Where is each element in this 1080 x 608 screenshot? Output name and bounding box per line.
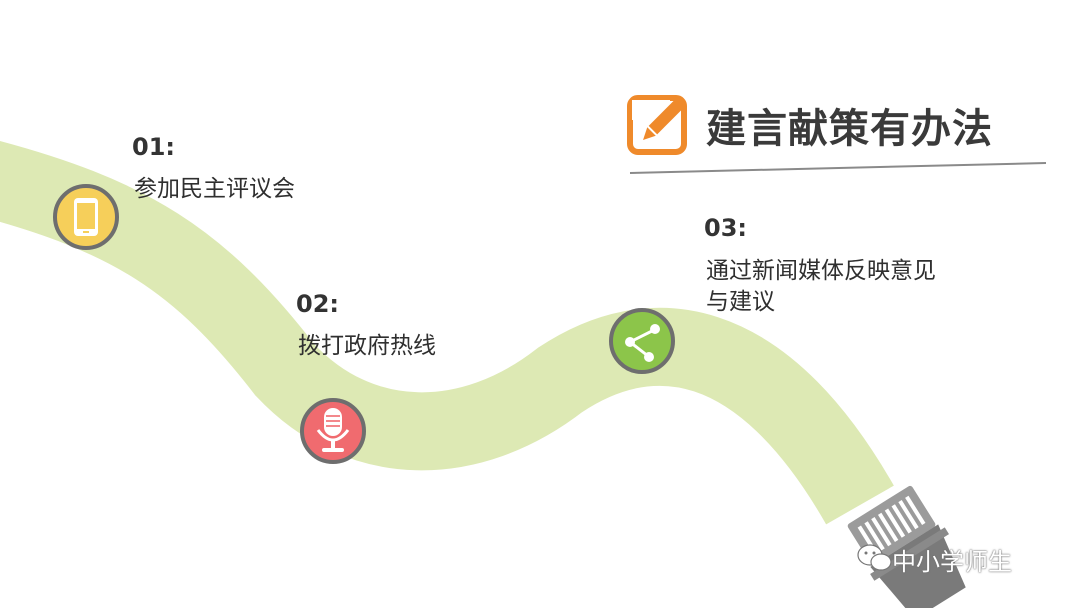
- wechat-icon: [857, 544, 892, 571]
- share-icon: [625, 324, 660, 362]
- step-3-label-line1: 通过新闻媒体反映意见: [706, 258, 936, 284]
- title-underline: [629, 162, 1047, 174]
- step-3-marker: [609, 308, 675, 374]
- edit-note-icon: [627, 95, 687, 155]
- winding-path: [0, 140, 894, 525]
- step-3-label-line2: 与建议: [706, 289, 775, 315]
- step-2-marker: [300, 398, 366, 464]
- watermark-text: 中小学师生: [892, 548, 1012, 576]
- step-2-number: 02:: [296, 290, 339, 318]
- step-1-number: 01:: [132, 133, 175, 161]
- step-1-marker: [53, 184, 119, 250]
- step-3-number: 03:: [704, 214, 747, 242]
- page-title: 建言献策有办法: [706, 106, 993, 152]
- step-1-label: 参加民主评议会: [134, 176, 295, 202]
- microphone-icon: [316, 408, 350, 452]
- smartphone-icon: [74, 198, 98, 236]
- step-2-label: 拨打政府热线: [298, 333, 436, 359]
